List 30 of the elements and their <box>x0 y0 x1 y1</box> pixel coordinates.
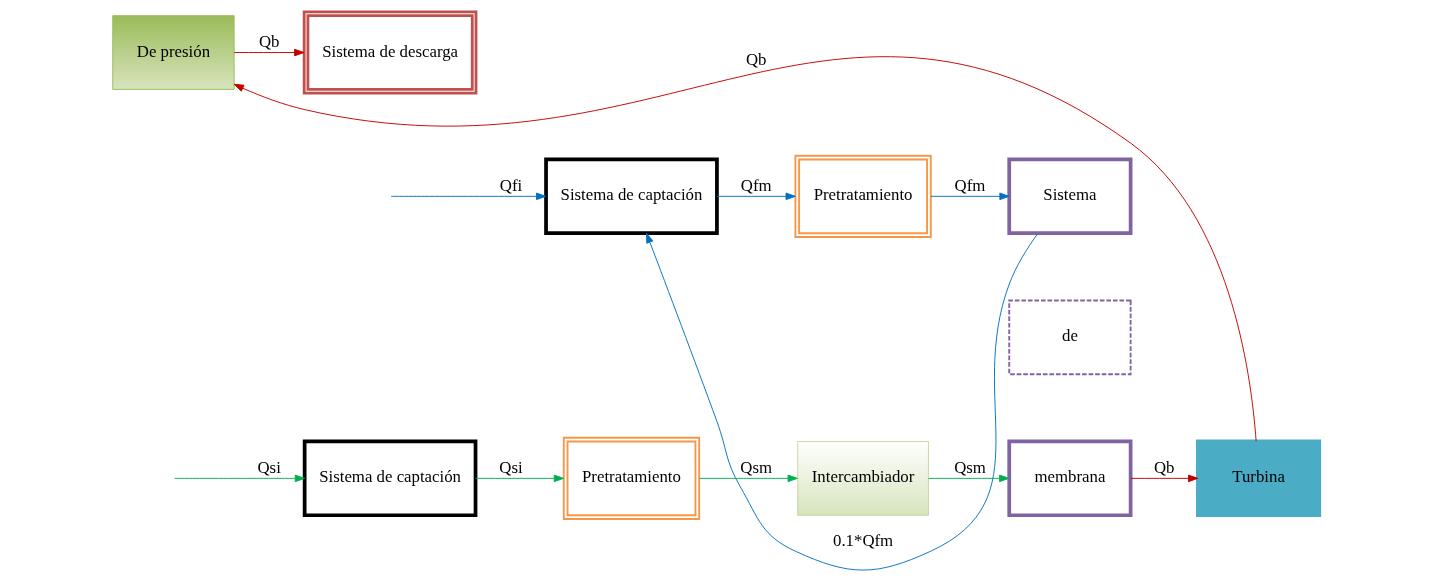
node-box: Intercambiador <box>796 441 929 516</box>
node-box: membrana <box>1006 439 1132 518</box>
arrow <box>390 192 546 201</box>
arrow <box>927 474 1009 483</box>
edge-label: Qsm <box>953 458 986 478</box>
node-box: Sistema de captación <box>302 439 477 518</box>
edge-label: 0.1*Qfm <box>832 530 893 550</box>
edge-label: Qsi <box>498 458 523 478</box>
arrow <box>929 192 1010 201</box>
arrow <box>716 192 796 201</box>
edge-label: Qfm <box>954 176 985 196</box>
edge-label: Qb <box>1153 458 1175 478</box>
node-box: Sistema <box>1006 157 1132 236</box>
edge-label: Qb <box>745 50 766 70</box>
edge-label: Qb <box>258 32 279 52</box>
node-box: de <box>1007 299 1132 376</box>
node-box: Sistema de captación <box>543 157 719 236</box>
edge-label: Qfm <box>740 176 772 196</box>
edge-label: Qfi <box>499 176 522 196</box>
edge-label: Qsi <box>256 458 281 478</box>
arrow <box>1129 474 1198 483</box>
arrow <box>233 48 304 57</box>
edge-label: Qsm <box>739 458 772 478</box>
node-box: Turbina <box>1195 439 1321 518</box>
arrow <box>173 474 305 483</box>
arrow <box>698 474 798 483</box>
node-box: De presión <box>111 15 235 90</box>
arrow <box>233 56 1257 442</box>
arrow <box>474 474 564 483</box>
arrow <box>645 232 1038 571</box>
